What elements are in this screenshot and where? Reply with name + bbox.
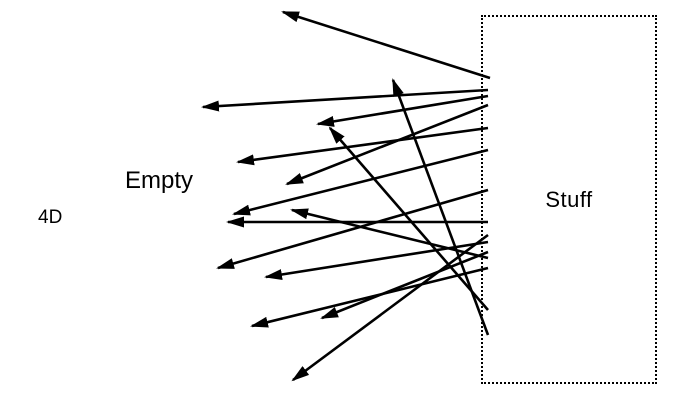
arrow [316,94,489,127]
arrow [320,250,489,320]
arrow [281,10,491,80]
arrow [201,88,489,112]
arrow [250,266,489,328]
arrow [232,148,489,216]
arrow [290,208,489,260]
arrow [264,240,489,280]
arrow [285,103,489,186]
arrow [328,126,489,311]
stuff-label: Stuff [545,186,593,212]
4d-label: 4D [38,207,63,228]
arrow [236,126,489,166]
stuff-box: Stuff [481,15,657,384]
arrow [391,78,490,336]
arrow [291,233,489,382]
empty-label: Empty [125,167,194,194]
arrow [216,188,489,270]
